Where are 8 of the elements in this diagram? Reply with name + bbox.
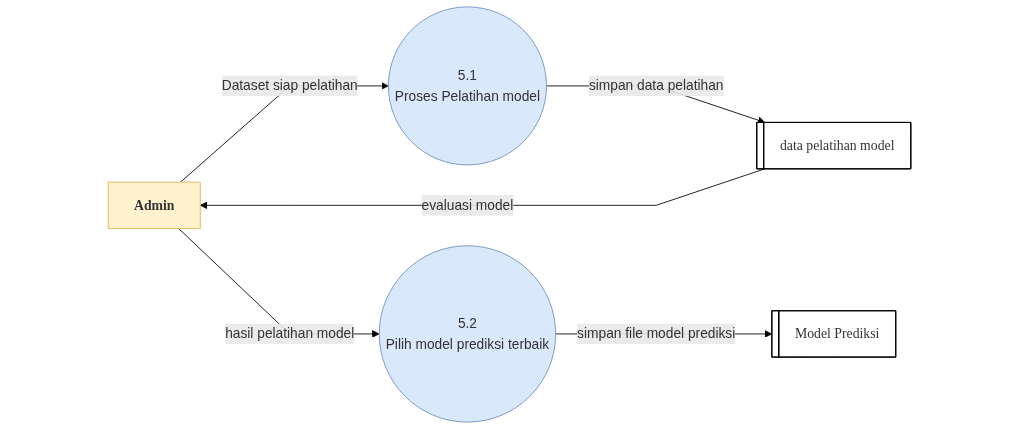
- edge-label: simpan file model prediksi: [577, 326, 736, 341]
- edge-label: simpan data pelatihan: [588, 78, 724, 93]
- edge-label: hasil pelatihan model: [225, 326, 355, 341]
- node-circle: 5.2 Pilih model prediksi terbaik: [378, 245, 557, 423]
- node-box: Admin: [107, 181, 201, 229]
- edge-label: Dataset siap pelatihan: [221, 78, 358, 93]
- edge-label: evaluasi model: [421, 197, 514, 213]
- node-circle: 5.1 Proses Pelatihan model: [387, 6, 547, 166]
